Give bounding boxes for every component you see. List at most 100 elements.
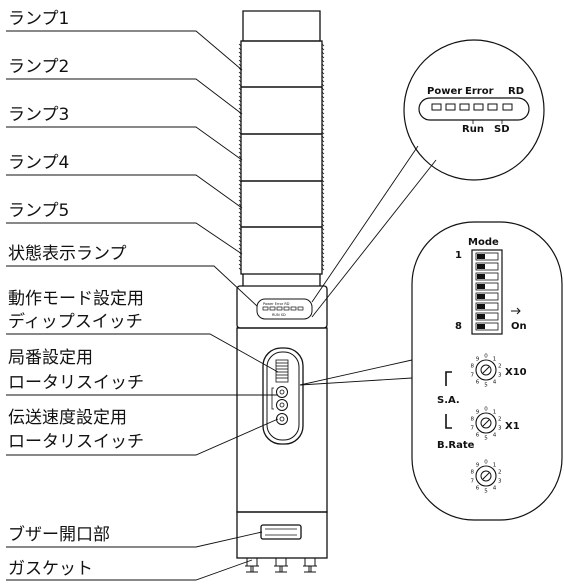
dip-switch-knob — [477, 254, 485, 259]
led-label-rd: RD — [508, 86, 524, 97]
dip-switch-knob — [477, 314, 485, 319]
rotary-dial-ring — [475, 465, 497, 487]
rotary-dial-digit: 8 — [470, 417, 474, 423]
rotary-dial-digit: 4 — [493, 433, 497, 439]
dip-switch-knob — [477, 324, 485, 329]
dip-switch-knob — [477, 264, 485, 269]
dip-switch-position — [475, 262, 499, 271]
status-led-boxes — [431, 103, 513, 111]
led-label-power: Power — [427, 86, 462, 97]
label-station-rotary-2: ロータリスイッチ — [8, 373, 144, 393]
label-lamp3: ランプ3 — [8, 105, 69, 125]
rotary-dial-digit: 8 — [470, 364, 474, 370]
dip-switch-knob — [477, 284, 485, 289]
sa-bracket — [445, 371, 452, 429]
rotary-dial-digit: 3 — [498, 478, 502, 484]
body-unit: Power Error RD RUN SD — [236, 285, 328, 573]
dip-switch-position — [475, 312, 499, 321]
label-mode-dip-1: 動作モード設定用 — [8, 289, 144, 309]
dip-switch-position — [475, 272, 499, 281]
body-panel-label-bottom: RUN SD — [272, 313, 286, 317]
rotary-label-sa: S.A. — [437, 395, 460, 406]
body-status-leds — [262, 306, 304, 311]
rotary-dial-digit: 2 — [498, 470, 502, 476]
rotary-dial-digit: 7 — [470, 425, 474, 431]
rotary-dial-digit: 1 — [493, 356, 497, 362]
rotary-dial-digit: 4 — [493, 380, 497, 386]
label-gasket: ガスケット — [8, 559, 93, 579]
dip-switch-position — [475, 322, 499, 331]
label-baud-rotary-1: 伝送速度設定用 — [8, 408, 127, 428]
rotary-dial-digit: 8 — [470, 470, 474, 476]
rotary-dial-digit: 0 — [484, 460, 488, 466]
rotary-dial-digit: 9 — [476, 462, 480, 468]
led-label-run: Run — [462, 124, 484, 135]
buzzer-opening-shape — [260, 524, 302, 540]
rotary-dial-digit: 6 — [476, 486, 480, 492]
rotary-dial-digit: 4 — [493, 486, 497, 492]
lamp-segment-2 — [240, 86, 323, 135]
dip-on-arrow — [511, 307, 521, 315]
rotary-dial-digit: 0 — [484, 407, 488, 413]
rotary-dial-digit: 9 — [476, 409, 480, 415]
label-buzzer-opening: ブザー開口部 — [8, 524, 110, 545]
body-main — [236, 327, 328, 513]
body-status-window — [256, 298, 313, 320]
left-labels: ランプ1 ランプ2 ランプ3 ランプ4 ランプ5 状態表示ランプ 動作モード設定… — [8, 9, 144, 579]
dip-switch-position — [475, 302, 499, 311]
dip-switch-position — [475, 252, 499, 261]
rotary-dial-ring — [475, 359, 497, 381]
body-rotary-brate — [276, 413, 288, 425]
label-status-lamp: 状態表示ランプ — [8, 244, 127, 264]
rotary-dial-knob — [480, 417, 492, 429]
top-cap — [242, 10, 321, 42]
label-station-rotary-1: 局番設定用 — [8, 348, 93, 368]
rotary-dial-digit: 3 — [498, 425, 502, 431]
body-panel-label-top: Power Error RD — [263, 302, 290, 306]
switch-window — [262, 347, 304, 445]
rotary-dial-digit: 6 — [476, 380, 480, 386]
rotary-dial-digit: 1 — [493, 462, 497, 468]
rotary-dial-digit: 5 — [484, 436, 488, 442]
body-sa-bracket — [271, 387, 274, 410]
lamp-segment-3 — [240, 133, 323, 182]
dip-switch-position — [475, 282, 499, 291]
rotary-dial-digit: 6 — [476, 433, 480, 439]
label-lamp5: ランプ5 — [8, 201, 69, 221]
dip-switch-knob — [477, 294, 485, 299]
bottom-connectors — [245, 557, 317, 573]
dip-first-label: 1 — [455, 250, 462, 261]
body-rotary-x1 — [276, 399, 288, 411]
status-led-callout: Power Error RD Run SD — [403, 39, 545, 181]
rotary-dial-knob — [480, 470, 492, 482]
dip-switch-position — [475, 292, 499, 301]
lamp-segment-1 — [240, 40, 323, 88]
label-lamp2: ランプ2 — [8, 57, 69, 77]
body-dip-switch — [275, 359, 289, 383]
label-baud-rotary-2: ロータリスイッチ — [8, 432, 144, 452]
dip-switch-body — [471, 249, 503, 335]
rotary-dial-digit: 0 — [484, 354, 488, 360]
lamp-segment-4 — [240, 180, 323, 228]
rotary-dial-digit: 7 — [470, 478, 474, 484]
rotary-dial-digit: 5 — [484, 383, 488, 389]
rotary-label-brate: B.Rate — [437, 440, 475, 451]
led-label-sd: SD — [494, 124, 510, 135]
rotary-dial-digit: 5 — [484, 489, 488, 495]
dip-switch-knob — [477, 304, 485, 309]
switch-callout-frame — [411, 221, 563, 521]
rotary-dial-ring — [475, 412, 497, 434]
body-rotary-x10 — [276, 386, 288, 398]
rotary-label-x1: X1 — [505, 421, 520, 432]
dip-switch-knob — [477, 274, 485, 279]
rotary-dial-digit: 1 — [493, 409, 497, 415]
status-led-window — [418, 97, 530, 121]
rotary-dial-digit: 9 — [476, 356, 480, 362]
dip-title: Mode — [468, 237, 499, 248]
label-lamp1: ランプ1 — [8, 9, 69, 29]
